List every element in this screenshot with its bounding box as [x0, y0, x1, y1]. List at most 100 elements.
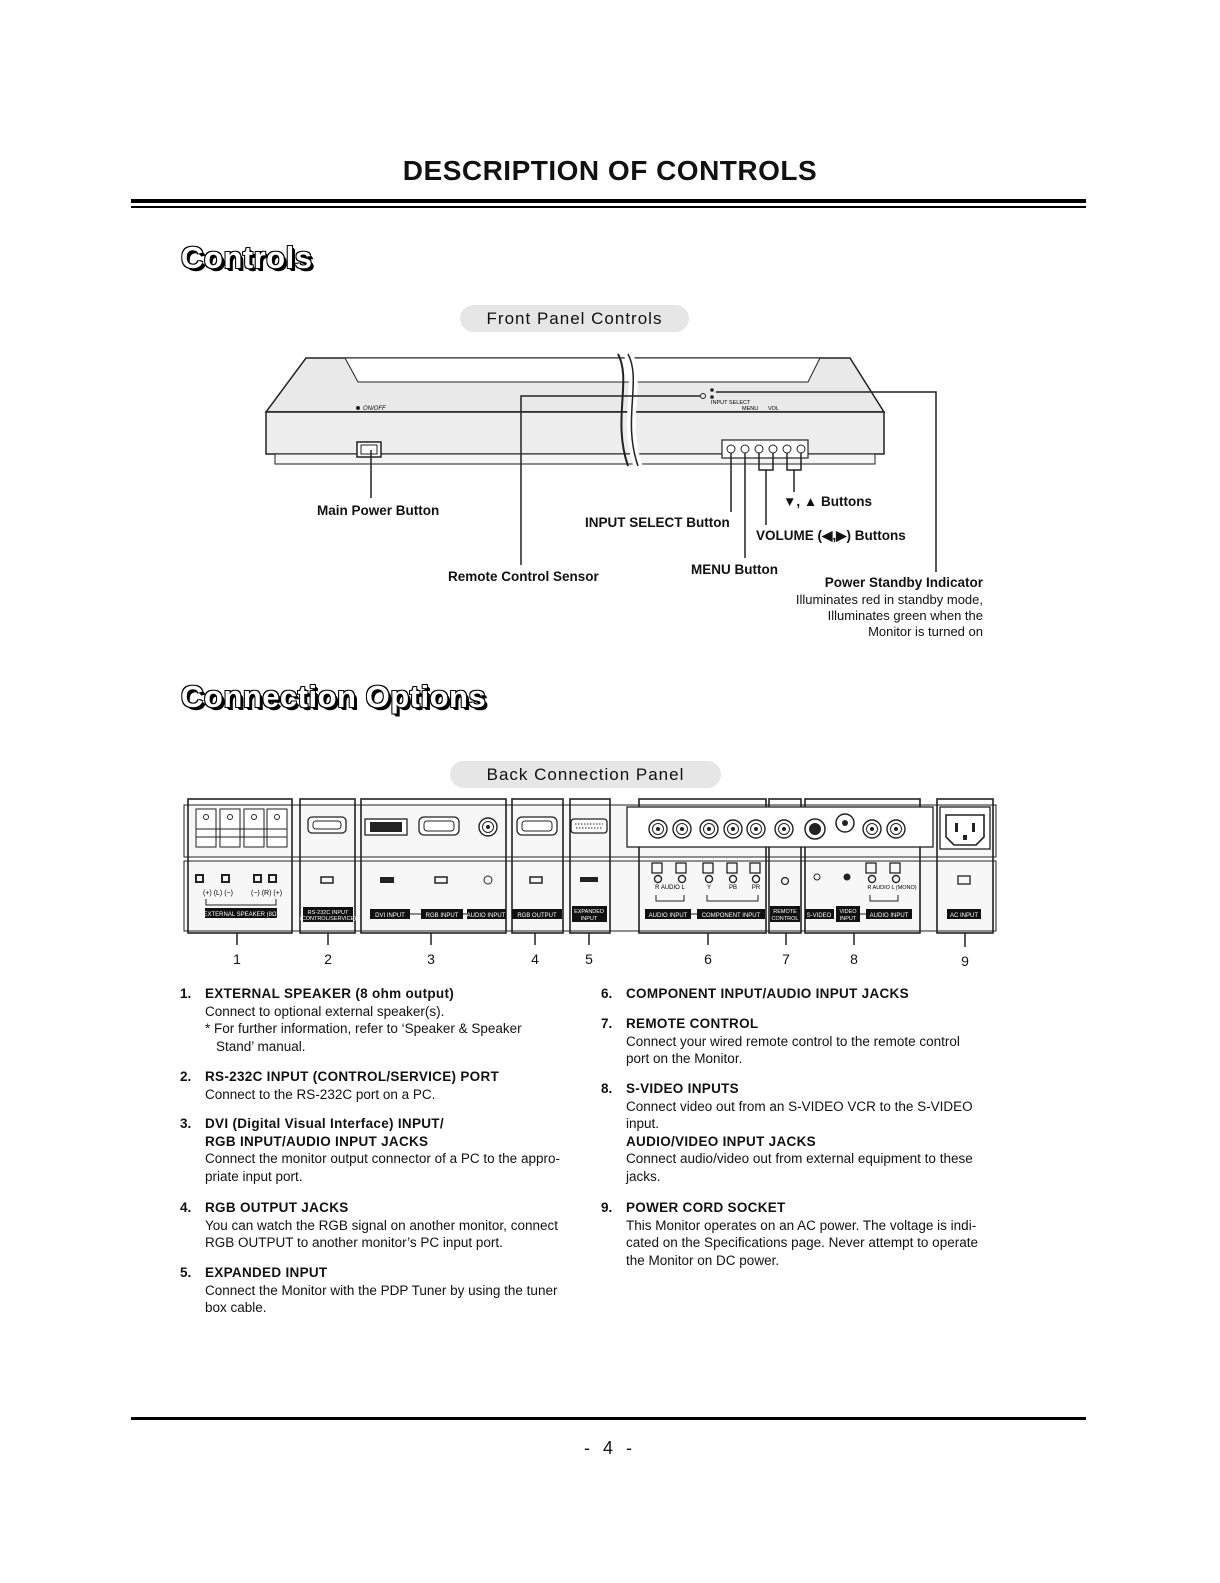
panel-number: 3: [427, 951, 435, 967]
panel-number: 1: [233, 951, 241, 967]
item-text: Connect the monitor output connector of …: [205, 1151, 560, 1166]
back-panel-diagram: (+) (L) (−) (−) (R) (+) EXTERNAL SPEAKER…: [183, 798, 997, 947]
label-remote-line1: REMOTE: [773, 909, 797, 915]
label-video-line2: INPUT: [840, 916, 857, 922]
section-title-connections: Connection Options: [181, 679, 487, 714]
label-audio-input: AUDIO INPUT: [467, 913, 506, 919]
standby-desc-line: Illuminates green when the: [827, 608, 983, 623]
header-rule-bottom: [131, 206, 1086, 208]
item-title: RGB INPUT/AUDIO INPUT JACKS: [205, 1133, 429, 1149]
label-comp-pr: PR: [752, 885, 761, 891]
item-number: 3.: [180, 1116, 192, 1131]
item-text: jacks.: [626, 1168, 661, 1184]
list-item: 3. DVI (Digital Visual Interface) INPUT/…: [180, 1115, 560, 1185]
item-title: REMOTE CONTROL: [626, 1016, 759, 1031]
label-audio-mono: R AUDIO L (MONO): [867, 885, 916, 891]
item-text: Connect the Monitor with the PDP Tuner b…: [205, 1282, 558, 1298]
item-subtitle: AUDIO/VIDEO INPUT JACKS: [626, 1133, 816, 1149]
item-text: input.: [626, 1116, 660, 1131]
label-comp-y: Y: [707, 885, 711, 891]
item-note: Stand’ manual.: [216, 1038, 306, 1054]
input-select-text: INPUT SELECT: [711, 400, 751, 406]
list-item: 8. S-VIDEO INPUTS Connect video out from…: [601, 1080, 973, 1185]
speaker-polarity-right: (−) (R) (+): [251, 890, 282, 897]
item-number: 9.: [601, 1200, 613, 1215]
label-comp-pb: PB: [729, 885, 737, 891]
item-title: COMPONENT INPUT/AUDIO INPUT JACKS: [626, 986, 909, 1001]
label-rs232c-line1: RS-232C INPUT: [308, 910, 349, 916]
item-text: Connect to optional external speaker(s).: [205, 1003, 445, 1019]
list-item: 1. EXTERNAL SPEAKER (8 ohm output) Conne…: [180, 985, 522, 1055]
header-rule-top: [131, 199, 1086, 203]
label-s-video: S-VIDEO: [807, 913, 832, 919]
label-external-speaker: EXTERNAL SPEAKER (8Ω): [204, 912, 279, 918]
speaker-polarity-left: (+) (L) (−): [203, 890, 233, 897]
callout-main-power: Main Power Button: [317, 503, 440, 518]
panel-number: 8: [850, 951, 858, 967]
list-item: 6. COMPONENT INPUT/AUDIO INPUT JACKS: [601, 985, 909, 1003]
panel-number: 6: [704, 951, 712, 967]
label-ac-input: AC INPUT: [950, 913, 978, 919]
panel-number: 5: [585, 951, 593, 967]
item-text: RGB OUTPUT to another monitor’s PC input…: [205, 1235, 503, 1250]
page-number: - 4 -: [583, 1438, 636, 1458]
panel-number: 7: [782, 951, 790, 967]
item-text: Connect to the RS-232C port on a PC.: [205, 1086, 436, 1102]
label-expanded-line2: INPUT: [581, 916, 598, 922]
item-number: 5.: [180, 1265, 192, 1280]
list-item: 2. RS-232C INPUT (CONTROL/SERVICE) PORT …: [180, 1068, 499, 1103]
item-text: cated on the Specifications page. Never …: [626, 1235, 978, 1250]
back-panel-label: Back Connection Panel: [450, 761, 721, 788]
item-number: 6.: [601, 986, 613, 1001]
item-text: You can watch the RGB signal on another …: [205, 1217, 558, 1233]
panel-number: 2: [324, 951, 332, 967]
item-text: Connect your wired remote control to the…: [626, 1033, 960, 1049]
item-title: S-VIDEO INPUTS: [626, 1081, 739, 1096]
standby-desc-line: Monitor is turned on: [868, 624, 983, 639]
callout-input-select: INPUT SELECT Button: [585, 515, 730, 530]
item-number: 8.: [601, 1081, 613, 1096]
item-number: 1.: [180, 986, 192, 1001]
panel-number: 4: [531, 951, 539, 967]
callout-volume: VOLUME (◀,▶) Buttons: [756, 528, 906, 543]
menu-text: MENU: [742, 406, 758, 412]
panel-number: 9: [961, 953, 969, 969]
label-rs232c-line2: (CONTROL/SERVICE): [300, 916, 356, 922]
label-audio-input-6: AUDIO INPUT: [649, 913, 688, 919]
item-title: DVI (Digital Visual Interface) INPUT/: [205, 1116, 444, 1131]
item-title: RS-232C INPUT (CONTROL/SERVICE) PORT: [205, 1069, 500, 1084]
item-title: EXPANDED INPUT: [205, 1265, 328, 1280]
item-title: EXTERNAL SPEAKER (8 ohm output): [205, 986, 455, 1001]
list-item: 7. REMOTE CONTROL Connect your wired rem…: [601, 1015, 960, 1068]
item-number: 2.: [180, 1069, 192, 1084]
label-rgb-output: RGB OUTPUT: [517, 913, 557, 919]
item-text: Connect video out from an S-VIDEO VCR to…: [626, 1098, 973, 1114]
callout-remote-sensor: Remote Control Sensor: [448, 569, 599, 584]
list-item: 4. RGB OUTPUT JACKS You can watch the RG…: [180, 1199, 558, 1252]
item-number: 7.: [601, 1016, 613, 1031]
item-text: priate input port.: [205, 1168, 303, 1184]
item-text: box cable.: [205, 1300, 267, 1315]
callout-standby: Power Standby Indicator: [824, 575, 983, 590]
item-text: This Monitor operates on an AC power. Th…: [626, 1217, 977, 1233]
item-note: * For further information, refer to ‘Spe…: [205, 1021, 522, 1036]
item-title: RGB OUTPUT JACKS: [205, 1200, 349, 1215]
front-panel-label: Front Panel Controls: [460, 305, 689, 332]
label-rgb-input: RGB INPUT: [426, 913, 459, 919]
label-audio-rl: R AUDIO L: [655, 885, 685, 891]
label-audio-input-8: AUDIO INPUT: [870, 913, 909, 919]
item-text: Connect audio/video out from external eq…: [626, 1151, 973, 1166]
label-component-input: COMPONENT INPUT: [702, 913, 761, 919]
standby-desc-line: Illuminates red in standby mode,: [795, 592, 983, 607]
item-text: port on the Monitor.: [626, 1051, 743, 1066]
item-title: POWER CORD SOCKET: [626, 1200, 786, 1215]
on-off-text: ON/OFF: [363, 406, 386, 412]
item-number: 4.: [180, 1200, 192, 1215]
label-expanded-line1: EXPANDED: [574, 909, 604, 915]
page-title: DESCRIPTION OF CONTROLS: [402, 155, 818, 186]
vol-text: VOL: [768, 406, 779, 412]
label-remote-line2: CONTROL: [772, 916, 799, 922]
list-item: 9. POWER CORD SOCKET This Monitor operat…: [601, 1199, 978, 1269]
item-text: the Monitor on DC power.: [626, 1252, 780, 1268]
label-video-line1: VIDEO: [839, 909, 857, 915]
